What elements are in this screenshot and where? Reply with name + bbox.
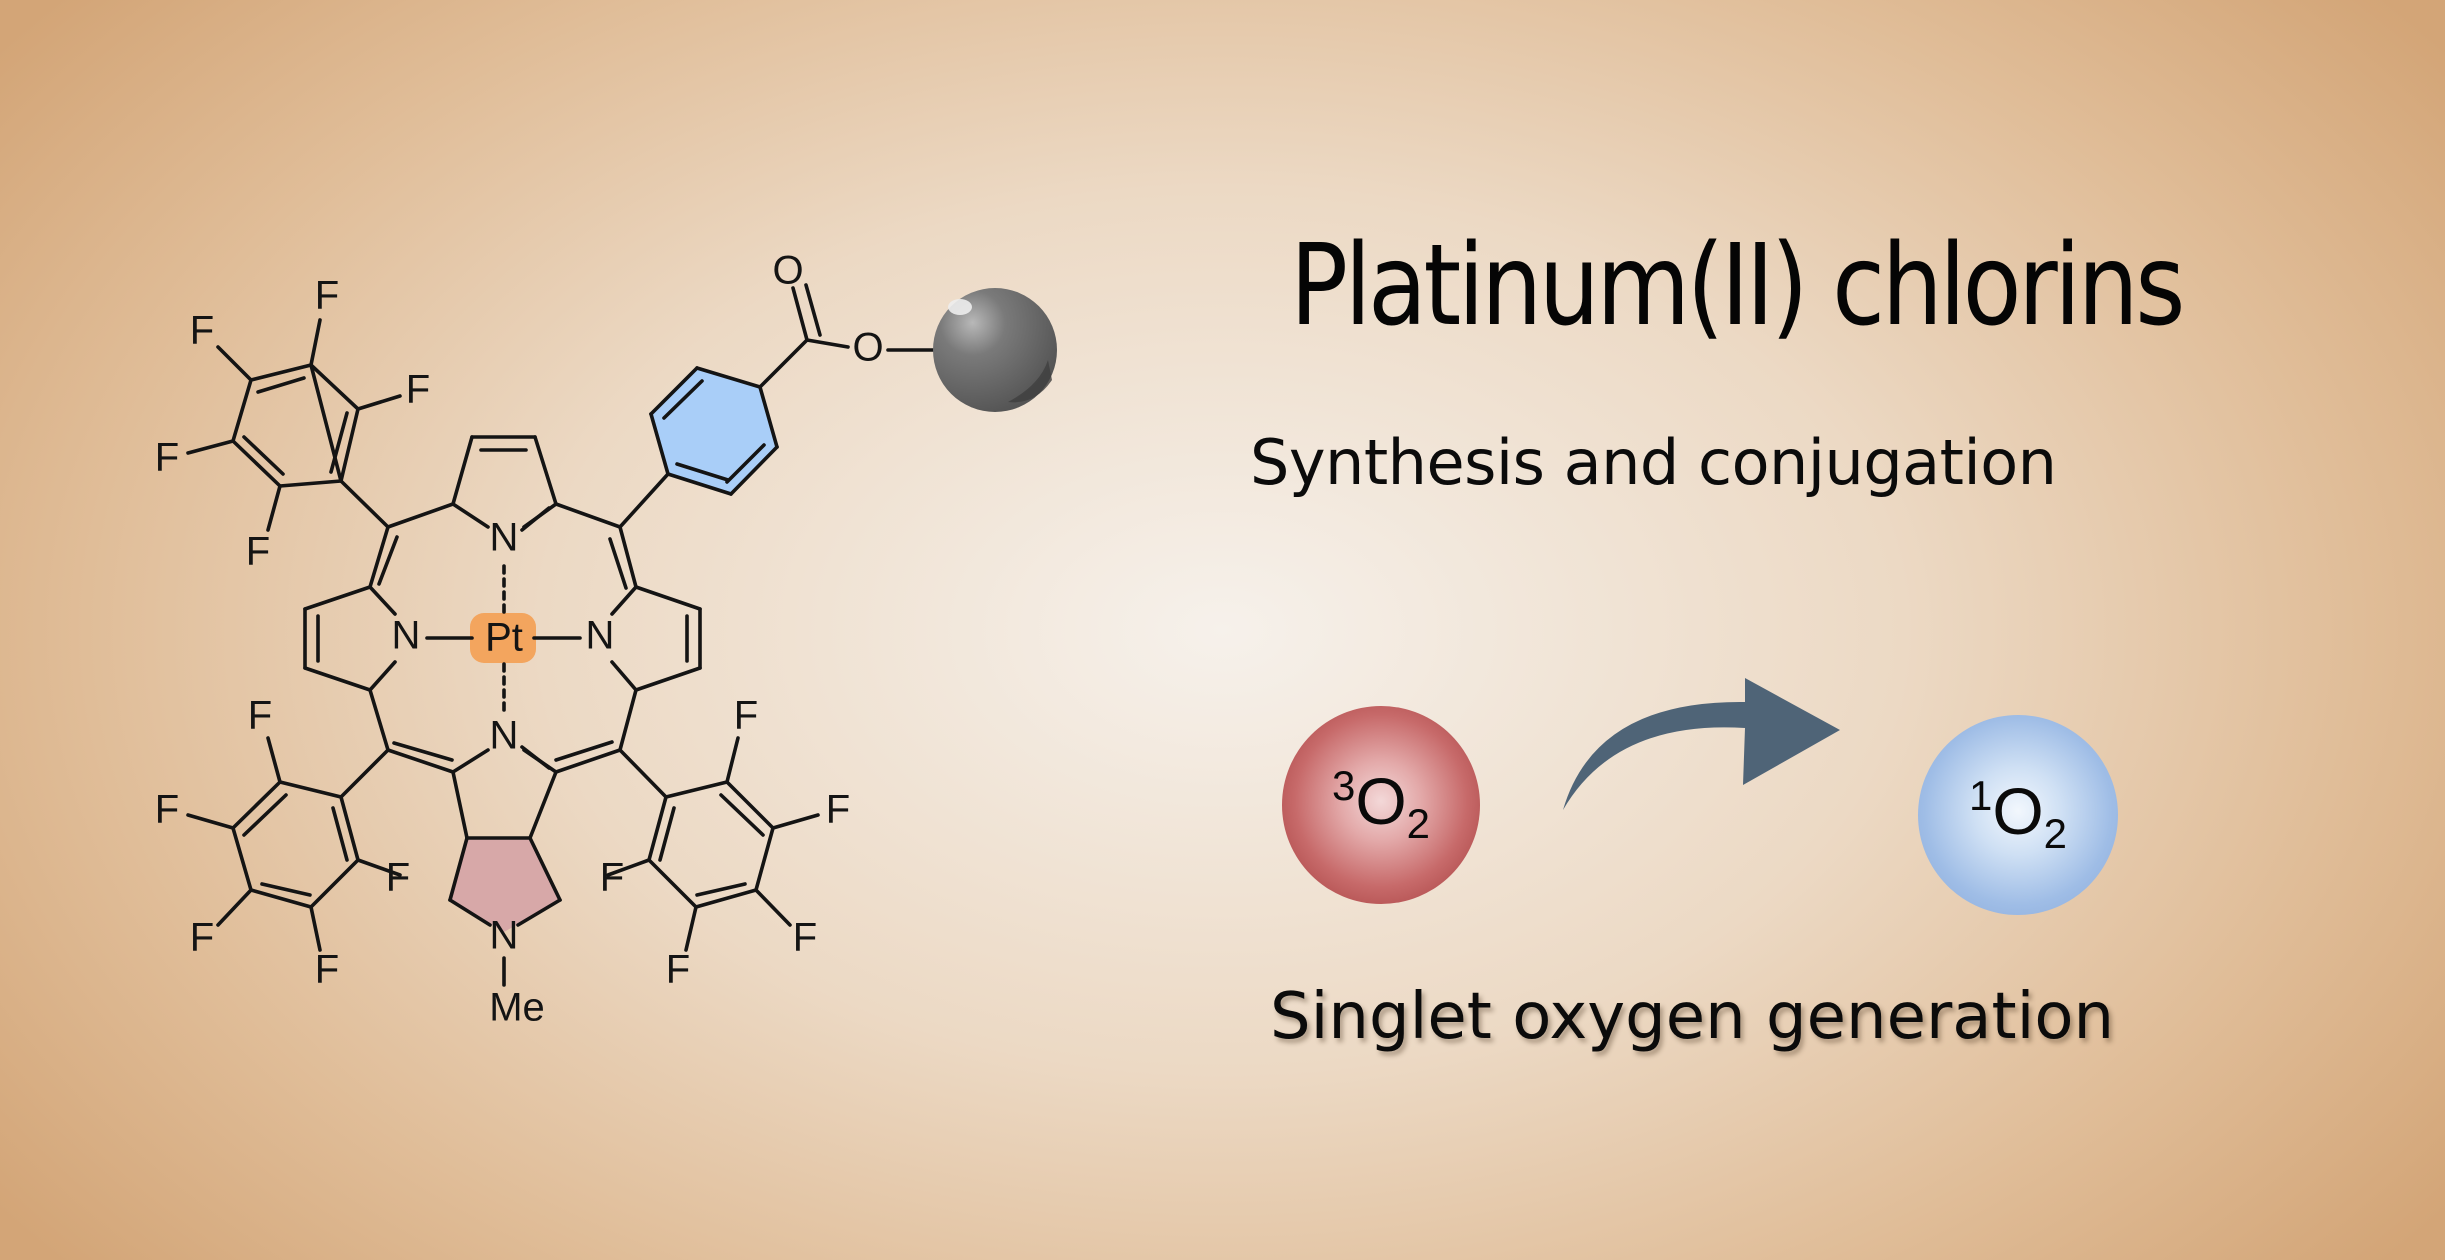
caption: Singlet oxygen generation [1270,980,2115,1054]
methyl-label: Me [489,986,545,1030]
fluorine-label: F [793,916,817,960]
fluorine-label: F [315,274,339,318]
bead-highlight [948,299,972,315]
fluorine-label: F [826,788,850,832]
fluorine-label: F [155,788,179,832]
conversion-arrow [1563,678,1840,810]
nitrogen-label: N [392,614,421,658]
triplet-oxygen-formula: 3O2 [1332,765,1430,845]
fluorine-label: F [666,948,690,992]
fluorine-label: F [315,948,339,992]
spin-multiplicity: 3 [1331,762,1356,809]
oxygen-label: O [772,249,803,293]
bead-shade [1008,360,1052,403]
arrow-shape [1563,678,1840,810]
nitrogen-label: N [586,614,615,658]
bond-lines [186,283,937,987]
atom-count: 2 [2043,810,2068,857]
fluorine-label: F [190,916,214,960]
spin-multiplicity: 1 [1968,772,1993,819]
singlet-oxygen-formula: 1O2 [1969,775,2067,855]
platinum-label: Pt [485,616,523,660]
triplet-oxygen-sphere: 3O2 [1282,706,1480,904]
nitrogen-label: N [490,714,519,758]
fluorine-label: F [600,856,624,900]
atom-count: 2 [1406,800,1431,847]
fluorine-label: F [246,530,270,574]
oxygen-label: O [852,326,883,370]
nitrogen-label: N [490,516,519,560]
element-symbol: O [1992,774,2044,848]
fluorine-label: F [386,856,410,900]
page-title: Platinum(II) chlorins [1290,221,2185,351]
element-symbol: O [1355,764,1407,838]
bead-sphere [933,288,1057,412]
fluorine-label: F [155,436,179,480]
fluorine-label: F [406,368,430,412]
nitrogen-label: N [490,914,519,958]
fluorine-label: F [734,694,758,738]
chlorin-structure: Pt N N N N N Me O O F F F F F F F F F F … [155,249,1057,1030]
pyrrolidine-ring [450,838,560,932]
fluorine-label: F [190,309,214,353]
singlet-oxygen-sphere: 1O2 [1918,715,2118,915]
fluorine-label: F [248,694,272,738]
subtitle: Synthesis and conjugation [1250,426,2057,499]
platinum-highlight [470,613,536,663]
